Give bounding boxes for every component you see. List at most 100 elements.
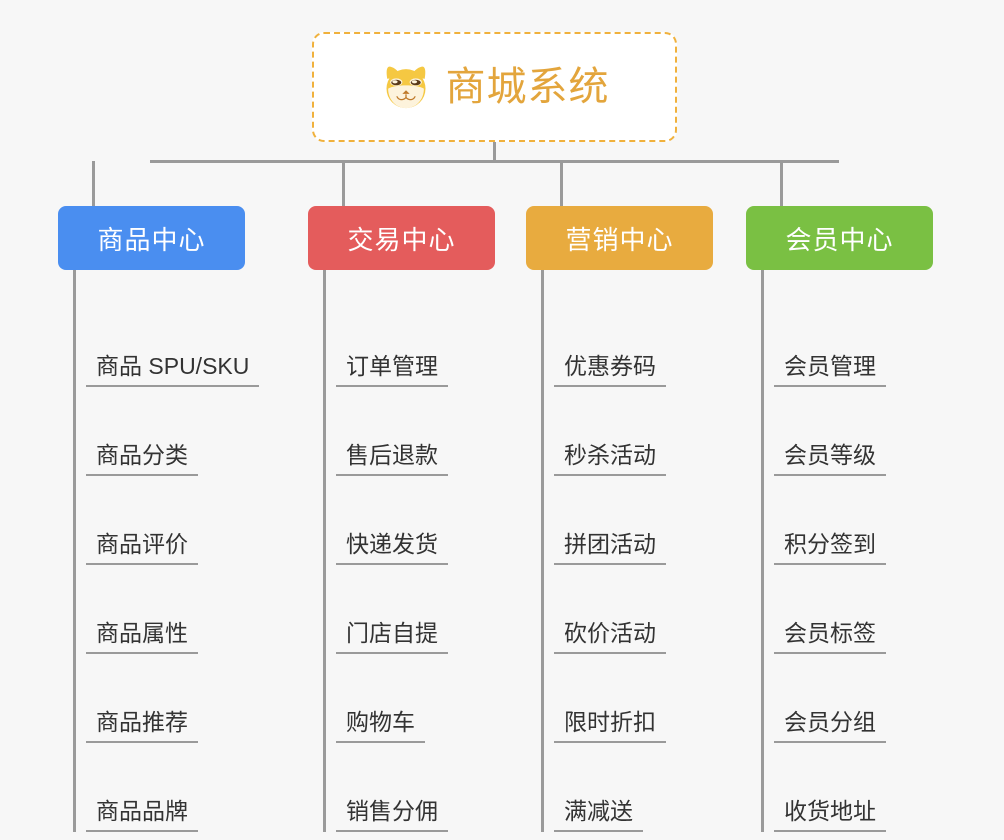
leaf-item[interactable]: 购物车 bbox=[308, 654, 495, 743]
leaf-item[interactable]: 积分签到 bbox=[746, 476, 933, 565]
horizontal-connector-bar bbox=[150, 160, 839, 163]
root-stem-connector bbox=[493, 142, 496, 162]
category-stem-connector bbox=[541, 270, 544, 298]
column-spine-connector bbox=[73, 298, 76, 832]
leaf-item[interactable]: 会员分组 bbox=[746, 654, 933, 743]
leaf-label: 秒杀活动 bbox=[564, 441, 656, 468]
category-stem-connector bbox=[73, 270, 76, 298]
leaf-underline: 门店自提 bbox=[336, 619, 448, 654]
leaf-underline: 快递发货 bbox=[336, 530, 448, 565]
leaf-label: 商品推荐 bbox=[96, 708, 188, 735]
leaf-label: 拼团活动 bbox=[564, 530, 656, 557]
category-column-1: 商品中心商品 SPU/SKU 商品分类商品评价商品属性商品推荐商品品牌 bbox=[58, 161, 260, 832]
category-column-4: 会员中心会员管理会员等级积分签到会员标签会员分组收货地址 bbox=[746, 161, 933, 832]
column-spine-connector bbox=[323, 298, 326, 832]
leaf-label: 满减送 bbox=[564, 797, 633, 824]
category-label: 营销中心 bbox=[565, 224, 674, 255]
leaf-item[interactable]: 会员标签 bbox=[746, 565, 933, 654]
leaf-label: 门店自提 bbox=[346, 619, 438, 646]
column-spine-connector bbox=[761, 298, 764, 832]
column-drop-connector bbox=[92, 161, 95, 206]
leaf-item[interactable]: 商品推荐 bbox=[58, 654, 245, 743]
leaf-underline: 优惠券码 bbox=[554, 352, 666, 387]
leaf-label: 购物车 bbox=[346, 708, 415, 735]
leaf-underline: 限时折扣 bbox=[554, 708, 666, 743]
leaf-label: 商品分类 bbox=[96, 441, 188, 468]
leaf-underline: 商品品牌 bbox=[86, 797, 198, 832]
column-drop-connector bbox=[560, 161, 563, 206]
category-label: 交易中心 bbox=[347, 224, 456, 255]
leaf-label: 商品品牌 bbox=[96, 797, 188, 824]
column-drop-connector bbox=[780, 161, 783, 206]
column-spine-connector bbox=[541, 298, 544, 832]
leaf-list: 订单管理售后退款快递发货门店自提购物车销售分佣 bbox=[308, 298, 495, 832]
leaf-underline: 会员管理 bbox=[774, 352, 886, 387]
leaf-underline: 商品 SPU/SKU bbox=[86, 352, 260, 387]
leaf-underline: 购物车 bbox=[336, 708, 425, 743]
leaf-item[interactable]: 快递发货 bbox=[308, 476, 495, 565]
leaf-item[interactable]: 售后退款 bbox=[308, 387, 495, 476]
root-title: 商城系统 bbox=[445, 65, 610, 109]
leaf-list: 优惠券码秒杀活动拼团活动砍价活动限时折扣满减送 bbox=[526, 298, 713, 832]
leaf-item[interactable]: 商品分类 bbox=[58, 387, 245, 476]
leaf-item[interactable]: 商品品牌 bbox=[58, 743, 245, 832]
leaf-list: 会员管理会员等级积分签到会员标签会员分组收货地址 bbox=[746, 298, 933, 832]
category-label: 会员中心 bbox=[785, 224, 894, 255]
leaf-label: 会员分组 bbox=[784, 708, 876, 735]
leaf-label: 会员等级 bbox=[784, 441, 876, 468]
category-stem-connector bbox=[323, 270, 326, 298]
leaf-item[interactable]: 商品属性 bbox=[58, 565, 245, 654]
category-column-3: 营销中心优惠券码秒杀活动拼团活动砍价活动限时折扣满减送 bbox=[526, 161, 713, 832]
leaf-item[interactable]: 满减送 bbox=[526, 743, 713, 832]
leaf-item[interactable]: 限时折扣 bbox=[526, 654, 713, 743]
category-label: 商品中心 bbox=[97, 224, 206, 255]
leaf-underline: 砍价活动 bbox=[554, 619, 666, 654]
leaf-underline: 订单管理 bbox=[336, 352, 448, 387]
column-drop-connector bbox=[342, 161, 345, 206]
leaf-underline: 秒杀活动 bbox=[554, 441, 666, 476]
root-node[interactable]: 商城系统 bbox=[312, 32, 677, 142]
leaf-underline: 会员分组 bbox=[774, 708, 886, 743]
leaf-item[interactable]: 收货地址 bbox=[746, 743, 933, 832]
leaf-item[interactable]: 商品评价 bbox=[58, 476, 245, 565]
leaf-item[interactable]: 拼团活动 bbox=[526, 476, 713, 565]
leaf-label: 订单管理 bbox=[346, 352, 438, 379]
leaf-label: 销售分佣 bbox=[346, 797, 438, 824]
category-stem-connector bbox=[761, 270, 764, 298]
leaf-item[interactable]: 优惠券码 bbox=[526, 298, 713, 387]
category-column-2: 交易中心订单管理售后退款快递发货门店自提购物车销售分佣 bbox=[308, 161, 495, 832]
leaf-label: 积分签到 bbox=[784, 530, 876, 557]
leaf-underline: 积分签到 bbox=[774, 530, 886, 565]
leaf-item[interactable]: 商品 SPU/SKU bbox=[58, 298, 260, 387]
leaf-underline: 会员等级 bbox=[774, 441, 886, 476]
leaf-underline: 拼团活动 bbox=[554, 530, 666, 565]
category-box-1[interactable]: 商品中心 bbox=[58, 206, 245, 270]
leaf-label: 商品评价 bbox=[96, 530, 188, 557]
category-box-3[interactable]: 营销中心 bbox=[526, 206, 713, 270]
leaf-label: 商品 SPU/SKU bbox=[96, 352, 250, 379]
leaf-item[interactable]: 门店自提 bbox=[308, 565, 495, 654]
leaf-item[interactable]: 秒杀活动 bbox=[526, 387, 713, 476]
leaf-label: 售后退款 bbox=[346, 441, 438, 468]
leaf-item[interactable]: 销售分佣 bbox=[308, 743, 495, 832]
leaf-underline: 商品分类 bbox=[86, 441, 198, 476]
leaf-label: 商品属性 bbox=[96, 619, 188, 646]
shiba-dog-icon bbox=[380, 61, 432, 113]
leaf-item[interactable]: 会员管理 bbox=[746, 298, 933, 387]
leaf-label: 优惠券码 bbox=[564, 352, 656, 379]
category-box-4[interactable]: 会员中心 bbox=[746, 206, 933, 270]
leaf-underline: 商品评价 bbox=[86, 530, 198, 565]
leaf-label: 砍价活动 bbox=[564, 619, 656, 646]
leaf-item[interactable]: 砍价活动 bbox=[526, 565, 713, 654]
leaf-item[interactable]: 会员等级 bbox=[746, 387, 933, 476]
leaf-underline: 收货地址 bbox=[774, 797, 886, 832]
leaf-label: 限时折扣 bbox=[564, 708, 656, 735]
leaf-item[interactable]: 订单管理 bbox=[308, 298, 495, 387]
leaf-underline: 售后退款 bbox=[336, 441, 448, 476]
leaf-label: 收货地址 bbox=[784, 797, 876, 824]
leaf-label: 会员管理 bbox=[784, 352, 876, 379]
leaf-label: 快递发货 bbox=[346, 530, 438, 557]
category-box-2[interactable]: 交易中心 bbox=[308, 206, 495, 270]
leaf-underline: 销售分佣 bbox=[336, 797, 448, 832]
